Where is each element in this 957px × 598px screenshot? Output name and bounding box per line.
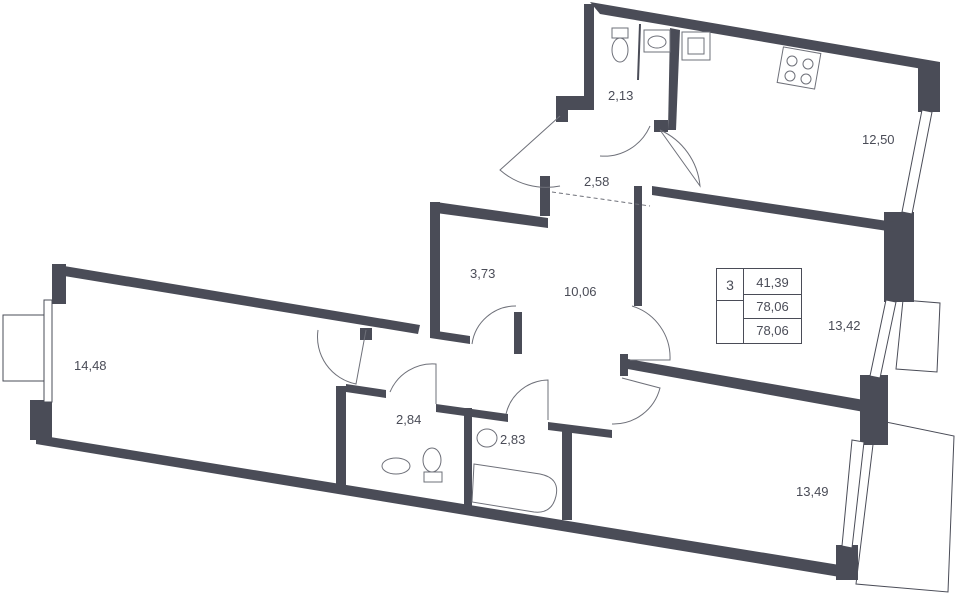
wall-bedroom-left xyxy=(634,186,642,306)
door-bath[interactable] xyxy=(505,379,549,420)
total-area-value-2: 78,06 xyxy=(756,323,789,338)
wall-wc-left xyxy=(336,386,346,486)
wall-bath-right xyxy=(562,430,572,520)
wall-storage-right xyxy=(514,312,522,354)
sink-wc-icon xyxy=(381,457,411,475)
door-bedroom-right[interactable] xyxy=(630,305,671,361)
door-bathroom-top[interactable] xyxy=(599,125,651,157)
toilet-top-icon xyxy=(611,27,629,63)
wall-right-kitchen xyxy=(918,62,940,112)
room-area-bathroom-top: 2,13 xyxy=(608,88,633,103)
wall-bedroom-door-stub xyxy=(620,354,628,376)
window-right-bottom xyxy=(841,439,865,549)
wall-wc-top xyxy=(346,384,386,398)
wall-left-lower xyxy=(30,400,52,440)
wall-notch-vertical xyxy=(556,96,568,122)
room-area-hall-entry: 2,58 xyxy=(584,174,609,189)
outer-wall-top xyxy=(590,2,940,72)
stove-icon xyxy=(776,46,822,90)
wall-kitchen-bedroom xyxy=(652,186,894,232)
door-bedroom-bottom[interactable] xyxy=(611,377,661,425)
room-area-kitchen: 12,50 xyxy=(862,132,895,147)
entry-divider-dashed xyxy=(551,191,651,207)
wall-bathroom-split xyxy=(637,23,641,81)
bathtub-icon xyxy=(471,463,558,513)
wall-storage-bottom xyxy=(430,330,470,344)
room-area-bedroom-bottom: 13,49 xyxy=(796,484,829,499)
wall-corridor-left-upper xyxy=(540,176,550,216)
door-wc[interactable] xyxy=(389,363,437,404)
window-right-bedroom xyxy=(869,299,897,379)
info-blank-cell xyxy=(717,301,744,343)
toilet-wc-icon xyxy=(422,447,443,483)
wall-storage-top xyxy=(436,202,548,228)
wall-bath-right-top xyxy=(548,422,612,438)
balcony-right-bottom xyxy=(855,419,955,593)
wall-storage-left xyxy=(430,202,440,334)
room-area-bedroom-right: 13,42 xyxy=(828,318,861,333)
window-left xyxy=(43,299,53,403)
wall-right-lower xyxy=(860,375,888,445)
sink-bath-icon xyxy=(476,428,498,448)
rooms-count: 3 xyxy=(717,269,744,301)
outer-wall-left-top xyxy=(52,264,420,334)
room-area-corridor: 10,06 xyxy=(564,284,597,299)
wall-top-left-vertical xyxy=(584,4,594,110)
balcony-right-top xyxy=(895,299,941,373)
wall-left-upper xyxy=(52,264,66,304)
total-area-value: 78,06 xyxy=(744,295,801,319)
apartment-info-box: 3 41,39 78,06 78,06 xyxy=(716,268,802,344)
outer-wall-bottom xyxy=(36,425,858,580)
wall-kitchen-stub xyxy=(654,120,668,132)
wall-bathroom-top-right xyxy=(668,28,680,130)
room-area-bathroom-middle: 2,83 xyxy=(500,432,525,447)
living-area-value: 41,39 xyxy=(744,271,801,295)
door-entrance[interactable] xyxy=(499,115,561,188)
wall-wc-bath-divider xyxy=(464,408,472,508)
window-right-kitchen xyxy=(901,109,933,215)
balcony-left xyxy=(2,314,46,382)
room-area-storage: 3,73 xyxy=(470,266,495,281)
door-living[interactable] xyxy=(317,329,367,385)
sink-top-icon xyxy=(643,29,671,53)
door-kitchen[interactable] xyxy=(659,129,701,188)
room-area-wc-middle: 2,84 xyxy=(396,412,421,427)
wall-right-bottom xyxy=(836,545,858,580)
kitchen-sink-icon xyxy=(681,31,711,61)
door-storage[interactable] xyxy=(471,305,517,345)
wall-living-right xyxy=(360,328,372,340)
wall-bedroom-bottom xyxy=(622,358,864,412)
room-area-living-left: 14,48 xyxy=(74,358,107,373)
